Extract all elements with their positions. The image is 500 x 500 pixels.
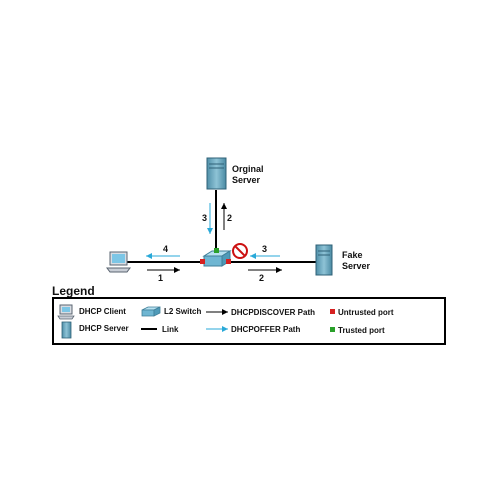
computer-icon	[106, 251, 131, 273]
legend-label: Untrusted port	[338, 308, 394, 317]
legend-item-discover-path: DHCPDISCOVER Path	[206, 308, 315, 317]
legend-label: Link	[162, 325, 179, 334]
fake-server: Fake Server	[315, 244, 371, 276]
links	[120, 190, 318, 263]
legend-item-untrusted-port: Untrusted port	[330, 308, 394, 317]
blocked-icon	[232, 243, 248, 259]
legend-item-dhcp-server: DHCP Server	[61, 321, 129, 339]
dhcp-client	[106, 251, 131, 273]
server-icon	[315, 244, 333, 276]
switch-icon	[141, 306, 161, 317]
legend-item-offer-path: DHCPOFFER Path	[206, 325, 300, 334]
legend: Legend DHCP Client L2 Switch DHCPDISCOVE…	[52, 284, 446, 345]
original-server: Orginal Server	[206, 157, 264, 190]
step-label: 2	[227, 213, 232, 223]
legend-label: DHCPDISCOVER Path	[231, 308, 315, 317]
computer-icon	[57, 304, 75, 320]
original-server-label-line2: Server	[232, 175, 261, 185]
legend-label: L2 Switch	[164, 307, 201, 316]
step-label: 3	[262, 244, 267, 254]
untrusted-port-fake-side	[226, 259, 231, 264]
fake-server-label-line1: Fake	[342, 250, 363, 260]
l2-switch	[200, 248, 232, 267]
step-label: 4	[163, 244, 168, 254]
step-label: 1	[158, 273, 163, 283]
server-icon	[61, 321, 72, 339]
message-paths: 1 2 2 3 3 4	[146, 203, 282, 283]
legend-item-trusted-port: Trusted port	[330, 326, 385, 335]
legend-title: Legend	[52, 284, 95, 298]
legend-label: DHCPOFFER Path	[231, 325, 300, 334]
legend-item-l2-switch: L2 Switch	[141, 306, 201, 317]
server-icon	[206, 157, 227, 190]
legend-label: DHCP Server	[79, 324, 129, 333]
legend-item-link: Link	[141, 325, 179, 334]
step-label: 3	[202, 213, 207, 223]
trusted-port-original-side	[214, 248, 219, 253]
legend-item-dhcp-client: DHCP Client	[57, 304, 126, 320]
legend-label: DHCP Client	[79, 307, 126, 316]
fake-server-label-line2: Server	[342, 261, 371, 271]
legend-label: Trusted port	[338, 326, 385, 335]
original-server-label-line1: Orginal	[232, 164, 264, 174]
step-label: 2	[259, 273, 264, 283]
legend-box	[52, 297, 446, 345]
untrusted-port-client-side	[200, 259, 205, 264]
